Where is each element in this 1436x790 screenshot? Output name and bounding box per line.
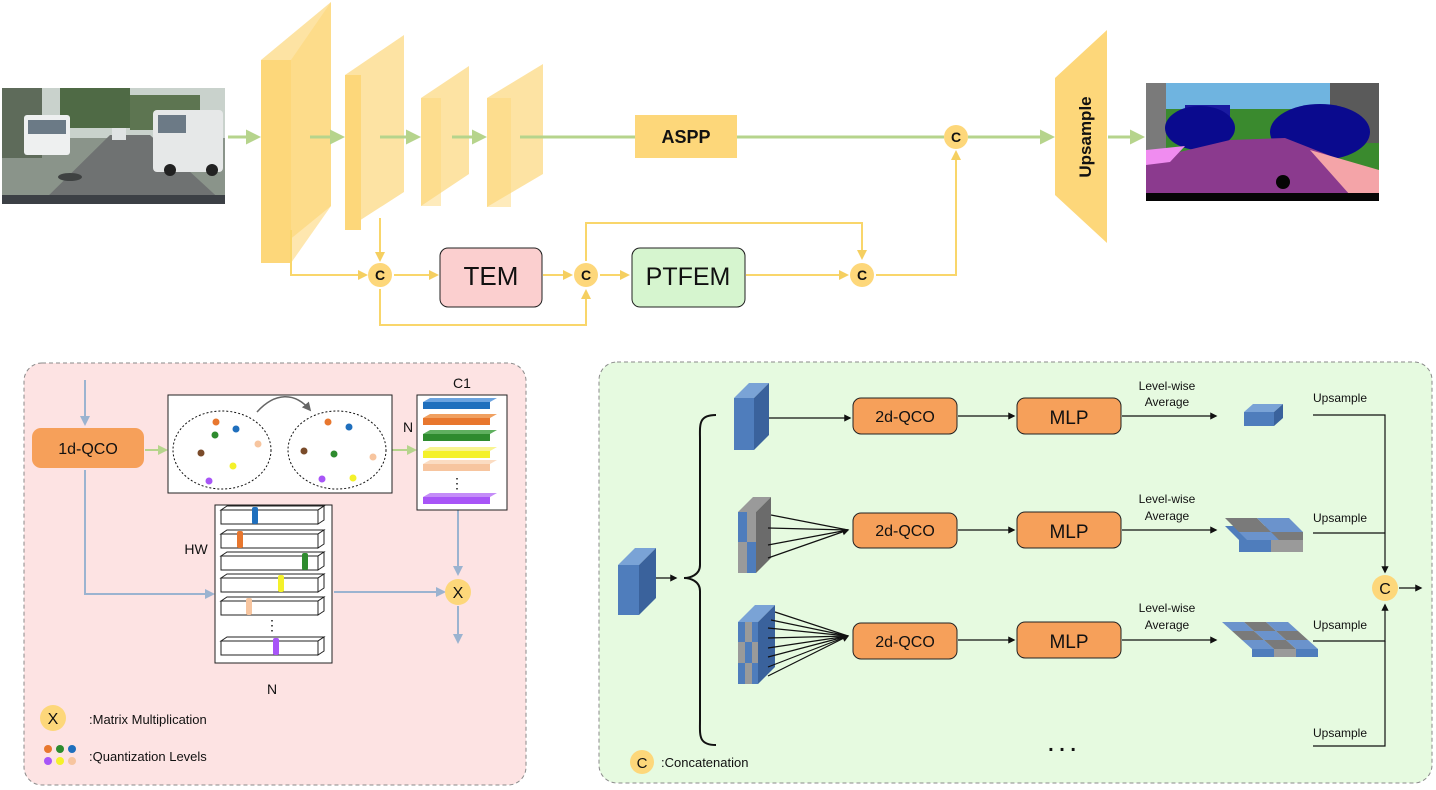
svg-text:C: C [581,267,591,283]
svg-text:N: N [267,681,277,697]
svg-text:Level-wise: Level-wise [1139,379,1196,393]
svg-text:Level-wise: Level-wise [1139,601,1196,615]
tem-detail-panel: 1d-QCO C1 N [23,362,527,786]
svg-text:X: X [453,585,464,602]
svg-text:C: C [637,755,648,772]
svg-text:Upsample: Upsample [1313,511,1367,525]
svg-text:Upsample: Upsample [1313,726,1367,740]
input-street-image [2,88,225,204]
svg-text::Matrix Multiplication: :Matrix Multiplication [89,712,207,727]
svg-text:Upsample: Upsample [1313,391,1367,405]
svg-text:⋮: ⋮ [450,475,464,491]
branch-brace [683,414,717,746]
svg-text:Average: Average [1145,395,1190,409]
svg-text:Average: Average [1145,509,1190,523]
svg-text:1d-QCO: 1d-QCO [58,441,118,458]
concat-node-1: C [368,263,392,287]
quantization-level-stack: C1 N ⋮ [403,375,508,511]
ptfem-input-cube [618,548,656,615]
svg-text:Upsample: Upsample [1313,618,1367,632]
svg-text:C: C [951,129,961,145]
svg-text:HW: HW [184,541,208,557]
encoder-block-4 [487,64,543,207]
ptfem-concat-node: C [1372,575,1423,601]
branch-2: 2d-QCO MLP Level-wise Average Upsample [738,492,1385,573]
hw-by-n-matrix: HW ⋮ N [184,504,333,697]
ptfem-label: PTFEM [646,263,731,291]
upsample-block: Upsample [1055,30,1107,243]
tem-legend: X :Matrix Multiplication :Quantization L… [40,705,207,765]
tem-block: TEM [439,247,543,308]
svg-text:C: C [1379,581,1391,598]
svg-text:2d-QCO: 2d-QCO [875,523,935,540]
encoder-block-3 [421,66,469,206]
ptfem-detail-panel: 2d-QCO MLP Level-wise Average Upsample [598,361,1433,784]
concat-node-2: C [574,263,598,287]
encoder-block-2 [345,35,404,230]
branch-1: 2d-QCO MLP Level-wise Average Upsample [734,379,1389,574]
matrix-multiply-node: X [445,579,471,605]
concat-node-top: C [944,125,968,149]
segmentation-output-image [1146,83,1379,201]
concat-node-3: C [850,263,874,287]
svg-text:Average: Average [1145,618,1190,632]
ptfem-legend: C :Concatenation [630,750,748,774]
svg-text:MLP: MLP [1049,632,1088,653]
svg-text:. . .: . . . [1048,734,1076,756]
tem-ptfem-path [290,150,961,326]
svg-text:C: C [857,267,867,283]
branch-3: 2d-QCO MLP Level-wise Average Ups [738,601,1389,684]
svg-text:⋮: ⋮ [265,617,279,633]
svg-text:2d-QCO: 2d-QCO [875,634,935,651]
aspp-block: ASPP [635,115,737,158]
upsample-label: Upsample [1076,96,1095,177]
qco-1d-block: 1d-QCO [32,428,144,468]
svg-text:2d-QCO: 2d-QCO [875,409,935,426]
svg-text:MLP: MLP [1049,522,1088,543]
svg-text:X: X [48,711,59,728]
tem-label: TEM [464,261,519,291]
svg-text::Concatenation: :Concatenation [661,755,748,770]
svg-text::Quantization Levels: :Quantization Levels [89,749,207,764]
branch-more: . . . Upsample [1048,641,1386,756]
encoder-block-1 [261,2,331,263]
ptfem-block: PTFEM [631,247,746,308]
svg-text:MLP: MLP [1049,408,1088,429]
svg-text:Level-wise: Level-wise [1139,492,1196,506]
svg-text:C1: C1 [453,375,471,391]
svg-text:C: C [375,267,385,283]
quantization-ellipses [167,394,393,494]
aspp-label: ASPP [661,127,710,147]
svg-text:N: N [403,419,413,435]
